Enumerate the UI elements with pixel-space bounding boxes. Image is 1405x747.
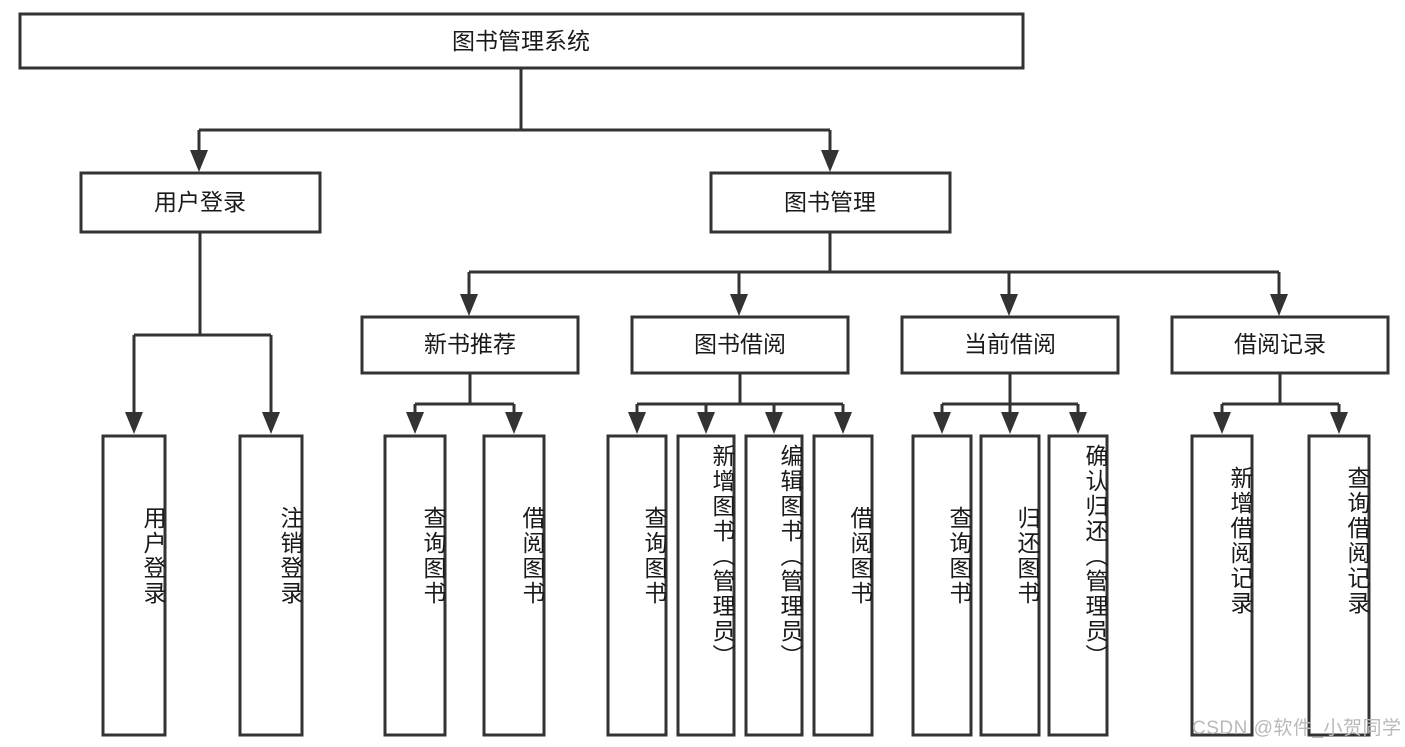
node-current-borrow-label: 当前借阅 <box>964 331 1056 357</box>
arrow-to-new-book-recommend <box>460 294 478 316</box>
arrow-to-leaf-user-logout <box>262 412 280 434</box>
node-book-management-label: 图书管理 <box>784 189 876 215</box>
arrow-to-book-borrow <box>730 294 748 316</box>
node-book-borrow[interactable]: 图书借阅 <box>630 315 850 375</box>
arrow-to-leaf-add-book <box>697 412 715 434</box>
leaf-box-user-logout[interactable] <box>238 434 304 737</box>
arrow-to-leaf-return-book <box>1001 412 1019 434</box>
node-current-borrow-box[interactable] <box>900 315 1120 375</box>
node-new-book-recommend[interactable]: 新书推荐 <box>360 315 580 375</box>
arrow-to-leaf-query-book-3 <box>933 412 951 434</box>
arrow-to-leaf-borrow-book-2 <box>834 412 852 434</box>
node-root[interactable]: 图书管理系统 <box>18 12 1025 70</box>
leaf-box-query-record[interactable] <box>1307 434 1371 737</box>
node-current-borrow[interactable]: 当前借阅 <box>900 315 1120 375</box>
node-new-book-recommend-label: 新书推荐 <box>424 331 516 357</box>
arrow-to-borrow-record <box>1270 294 1288 316</box>
connector-book-management-children <box>460 232 1288 316</box>
arrow-to-leaf-edit-book <box>765 412 783 434</box>
leaf-box-return-book[interactable] <box>979 434 1041 737</box>
node-user-login-label: 用户登录 <box>154 189 246 215</box>
arrow-to-user-login <box>190 150 208 172</box>
node-user-login[interactable]: 用户登录 <box>79 171 322 234</box>
leaf-box-edit-book[interactable] <box>744 434 804 737</box>
node-root-box[interactable] <box>18 12 1025 70</box>
connector-current-borrow-children <box>933 373 1087 434</box>
connector-root-trunk <box>190 68 839 172</box>
connector-new-book-recommend-children <box>406 373 523 434</box>
leaf-box-query-book-2[interactable] <box>606 434 668 737</box>
arrow-to-leaf-add-record <box>1213 412 1231 434</box>
arrow-to-leaf-borrow-book-1 <box>505 412 523 434</box>
node-book-borrow-label: 图书借阅 <box>694 331 786 357</box>
arrow-to-leaf-query-book-1 <box>406 412 424 434</box>
leaf-box-query-book-3[interactable] <box>911 434 973 737</box>
node-book-management[interactable]: 图书管理 <box>709 171 952 234</box>
connector-user-login-children <box>125 232 280 434</box>
connector-book-borrow-children <box>628 373 852 434</box>
node-user-login-box[interactable] <box>79 171 322 234</box>
leaf-box-query-book-1[interactable] <box>383 434 447 737</box>
leaf-box-add-record[interactable] <box>1190 434 1254 737</box>
connector-borrow-record-children <box>1213 373 1348 434</box>
arrow-to-leaf-query-book-2 <box>628 412 646 434</box>
arrow-to-leaf-query-record <box>1330 412 1348 434</box>
csdn-watermark: CSDN @软件_小贺同学 <box>1192 718 1402 739</box>
node-new-book-recommend-box[interactable] <box>360 315 580 375</box>
leaf-box-borrow-book-1[interactable] <box>482 434 546 737</box>
node-root-label: 图书管理系统 <box>452 28 590 54</box>
leaf-box-borrow-book-2[interactable] <box>812 434 874 737</box>
leaf-box-confirm-return[interactable] <box>1047 434 1109 737</box>
leaf-box-add-book[interactable] <box>676 434 736 737</box>
node-borrow-record-label: 借阅记录 <box>1234 331 1326 357</box>
arrow-to-leaf-user-login <box>125 412 143 434</box>
node-borrow-record[interactable]: 借阅记录 <box>1170 315 1390 375</box>
leaf-box-user-login[interactable] <box>101 434 167 737</box>
arrow-to-book-management <box>821 150 839 172</box>
arrow-to-leaf-confirm-return <box>1069 412 1087 434</box>
arrow-to-current-borrow <box>1000 294 1018 316</box>
